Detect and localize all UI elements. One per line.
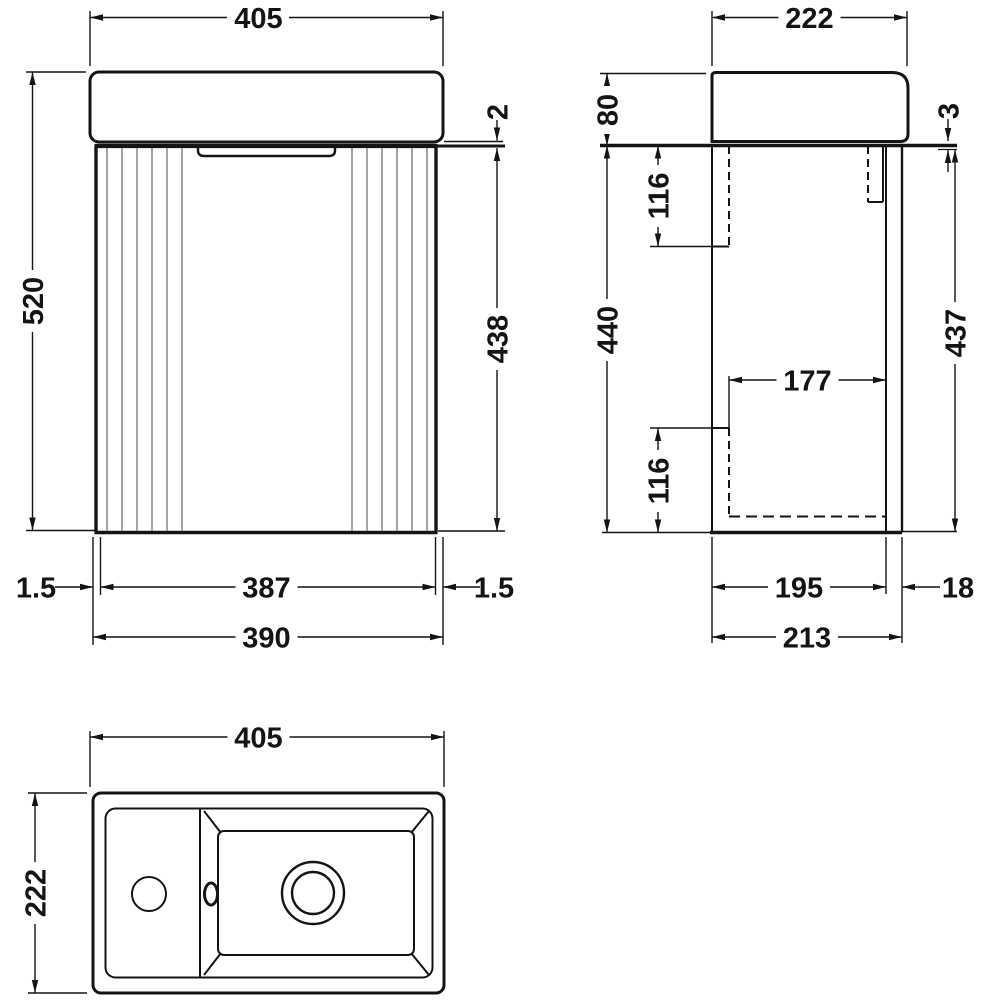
dim-side-internal-depth: 177 [728, 365, 886, 428]
dim-text-side-437: 437 [941, 309, 973, 357]
dim-text-side-195: 195 [775, 573, 823, 605]
dim-text-front-405: 405 [234, 3, 282, 35]
wall-bracket-top-back [867, 146, 884, 203]
dim-front-right-side-panel: 1.5 [443, 573, 514, 605]
plan-view: 405 222 [20, 722, 446, 995]
dim-text-plan-405: 405 [234, 723, 282, 755]
dim-text-side-177: 177 [783, 366, 831, 398]
dim-side-top-bracket: 116 [643, 145, 712, 248]
dim-text-front-2: 2 [483, 104, 515, 120]
dim-text-front-520: 520 [18, 277, 50, 325]
cabinet-side-outline [710, 145, 957, 535]
dim-side-bottom-bracket: 116 [643, 427, 712, 533]
basin-inner-rim [104, 807, 434, 979]
dim-text-plan-222: 222 [21, 869, 53, 917]
dim-text-front-387: 387 [242, 573, 290, 605]
dim-text-front-390: 390 [242, 623, 290, 655]
basin-front-outline [88, 70, 445, 144]
dim-text-front-1.5-left: 1.5 [16, 573, 56, 605]
dim-side-panel-height: 437 [940, 149, 973, 532]
wall-bracket-top-front [712, 146, 730, 248]
dim-text-front-438: 438 [483, 315, 515, 363]
dim-plan-basin-depth: 222 [20, 792, 87, 994]
dim-side-basin-height: 80 [592, 72, 706, 146]
basin-plan-outline [91, 791, 446, 995]
dim-text-side-222: 222 [785, 3, 833, 35]
dim-text-side-80: 80 [593, 94, 625, 126]
waste-drain [280, 860, 346, 926]
dim-side-depth-to-back-panel: 195 [711, 537, 903, 643]
dim-text-side-440: 440 [593, 306, 625, 354]
dim-text-side-213: 213 [783, 623, 831, 655]
cabinet-front-outline [94, 143, 438, 535]
door-handle-recess [196, 147, 337, 158]
dim-text-side-116-top: 116 [644, 173, 676, 220]
bowl-outline [203, 810, 430, 976]
basin-side-outline [710, 71, 910, 143]
overflow-slot [203, 881, 219, 907]
dim-plan-basin-width: 405 [89, 722, 445, 787]
dim-text-side-18: 18 [942, 573, 974, 605]
dim-text-side-3: 3 [934, 103, 966, 119]
side-view: 222 80 440 116 116 [592, 2, 974, 655]
dim-front-left-side-panel: 1.5 [16, 573, 93, 605]
wall-bracket-bottom-front [712, 427, 730, 517]
dim-front-cabinet-height: 438 [438, 148, 515, 532]
dim-side-cabinet-depth: 213 [712, 622, 902, 655]
fluted-panel-lines [106, 148, 428, 531]
dim-front-basin-width: 405 [89, 2, 444, 66]
dim-text-side-116-bottom: 116 [644, 458, 676, 505]
tap-hole [131, 876, 167, 912]
dim-side-cabinet-height: 440 [592, 145, 710, 534]
dim-front-overall-height: 520 [17, 71, 96, 532]
front-view: 405 520 2 438 387 [16, 2, 515, 655]
dim-side-basin-depth: 222 [711, 2, 908, 66]
dim-side-back-panel-thickness: 18 [902, 573, 974, 605]
dim-side-rear-gap: 3 [934, 103, 966, 172]
dim-front-cabinet-width: 390 [92, 537, 444, 655]
dim-front-worktop-overhang: 2 [437, 104, 515, 148]
dim-front-internal-width: 387 [99, 537, 437, 605]
dim-text-front-1.5-right: 1.5 [474, 573, 514, 605]
